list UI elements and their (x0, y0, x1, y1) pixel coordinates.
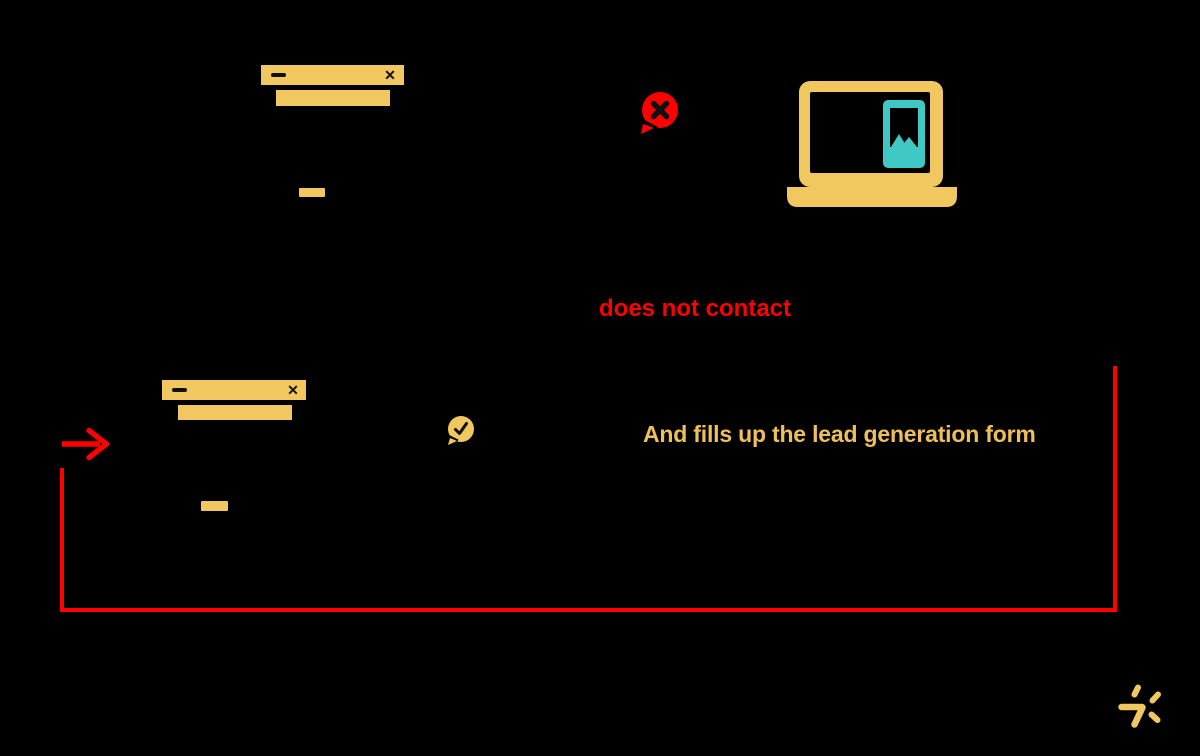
window-titlebar (162, 380, 306, 400)
window-field-dash (201, 501, 228, 511)
logo-spark-lower-right (1148, 711, 1161, 723)
red-right-arrow-icon (62, 427, 110, 461)
x-glyph (650, 100, 670, 120)
window-field-dash (299, 188, 325, 197)
caption-does-not-contact: does not contact (599, 295, 792, 322)
laptop-base (787, 187, 957, 207)
mountain-image-icon (901, 137, 917, 147)
loop-path (60, 366, 1117, 612)
mountain-image-icon (891, 134, 907, 147)
check-bubble-icon (448, 416, 474, 445)
logo-spark-top (1131, 684, 1141, 698)
laptop-icon (787, 81, 957, 207)
tail-gap (448, 435, 459, 442)
tail-gap (641, 118, 658, 130)
close-icon[interactable]: ✕ (384, 67, 396, 83)
minimize-icon[interactable] (172, 388, 187, 392)
minimize-icon[interactable] (271, 73, 286, 77)
window-header-bar (276, 90, 390, 106)
window-titlebar (261, 65, 404, 85)
close-icon[interactable]: ✕ (287, 382, 299, 398)
ad-banner-footer (890, 147, 918, 154)
sparkle-seven-logo (1118, 684, 1161, 728)
logo-seven-diagonal (1131, 704, 1146, 728)
caption-fills-lead-form: And fills up the lead generation form (643, 421, 1036, 447)
window-header-bar (178, 405, 292, 420)
bubble-tail (448, 438, 457, 445)
bubble-tail (641, 124, 654, 134)
check-glyph (454, 422, 468, 435)
arrow-head (86, 427, 110, 461)
x-bubble-icon (641, 92, 678, 134)
logo-spark-upper-right (1149, 691, 1161, 704)
